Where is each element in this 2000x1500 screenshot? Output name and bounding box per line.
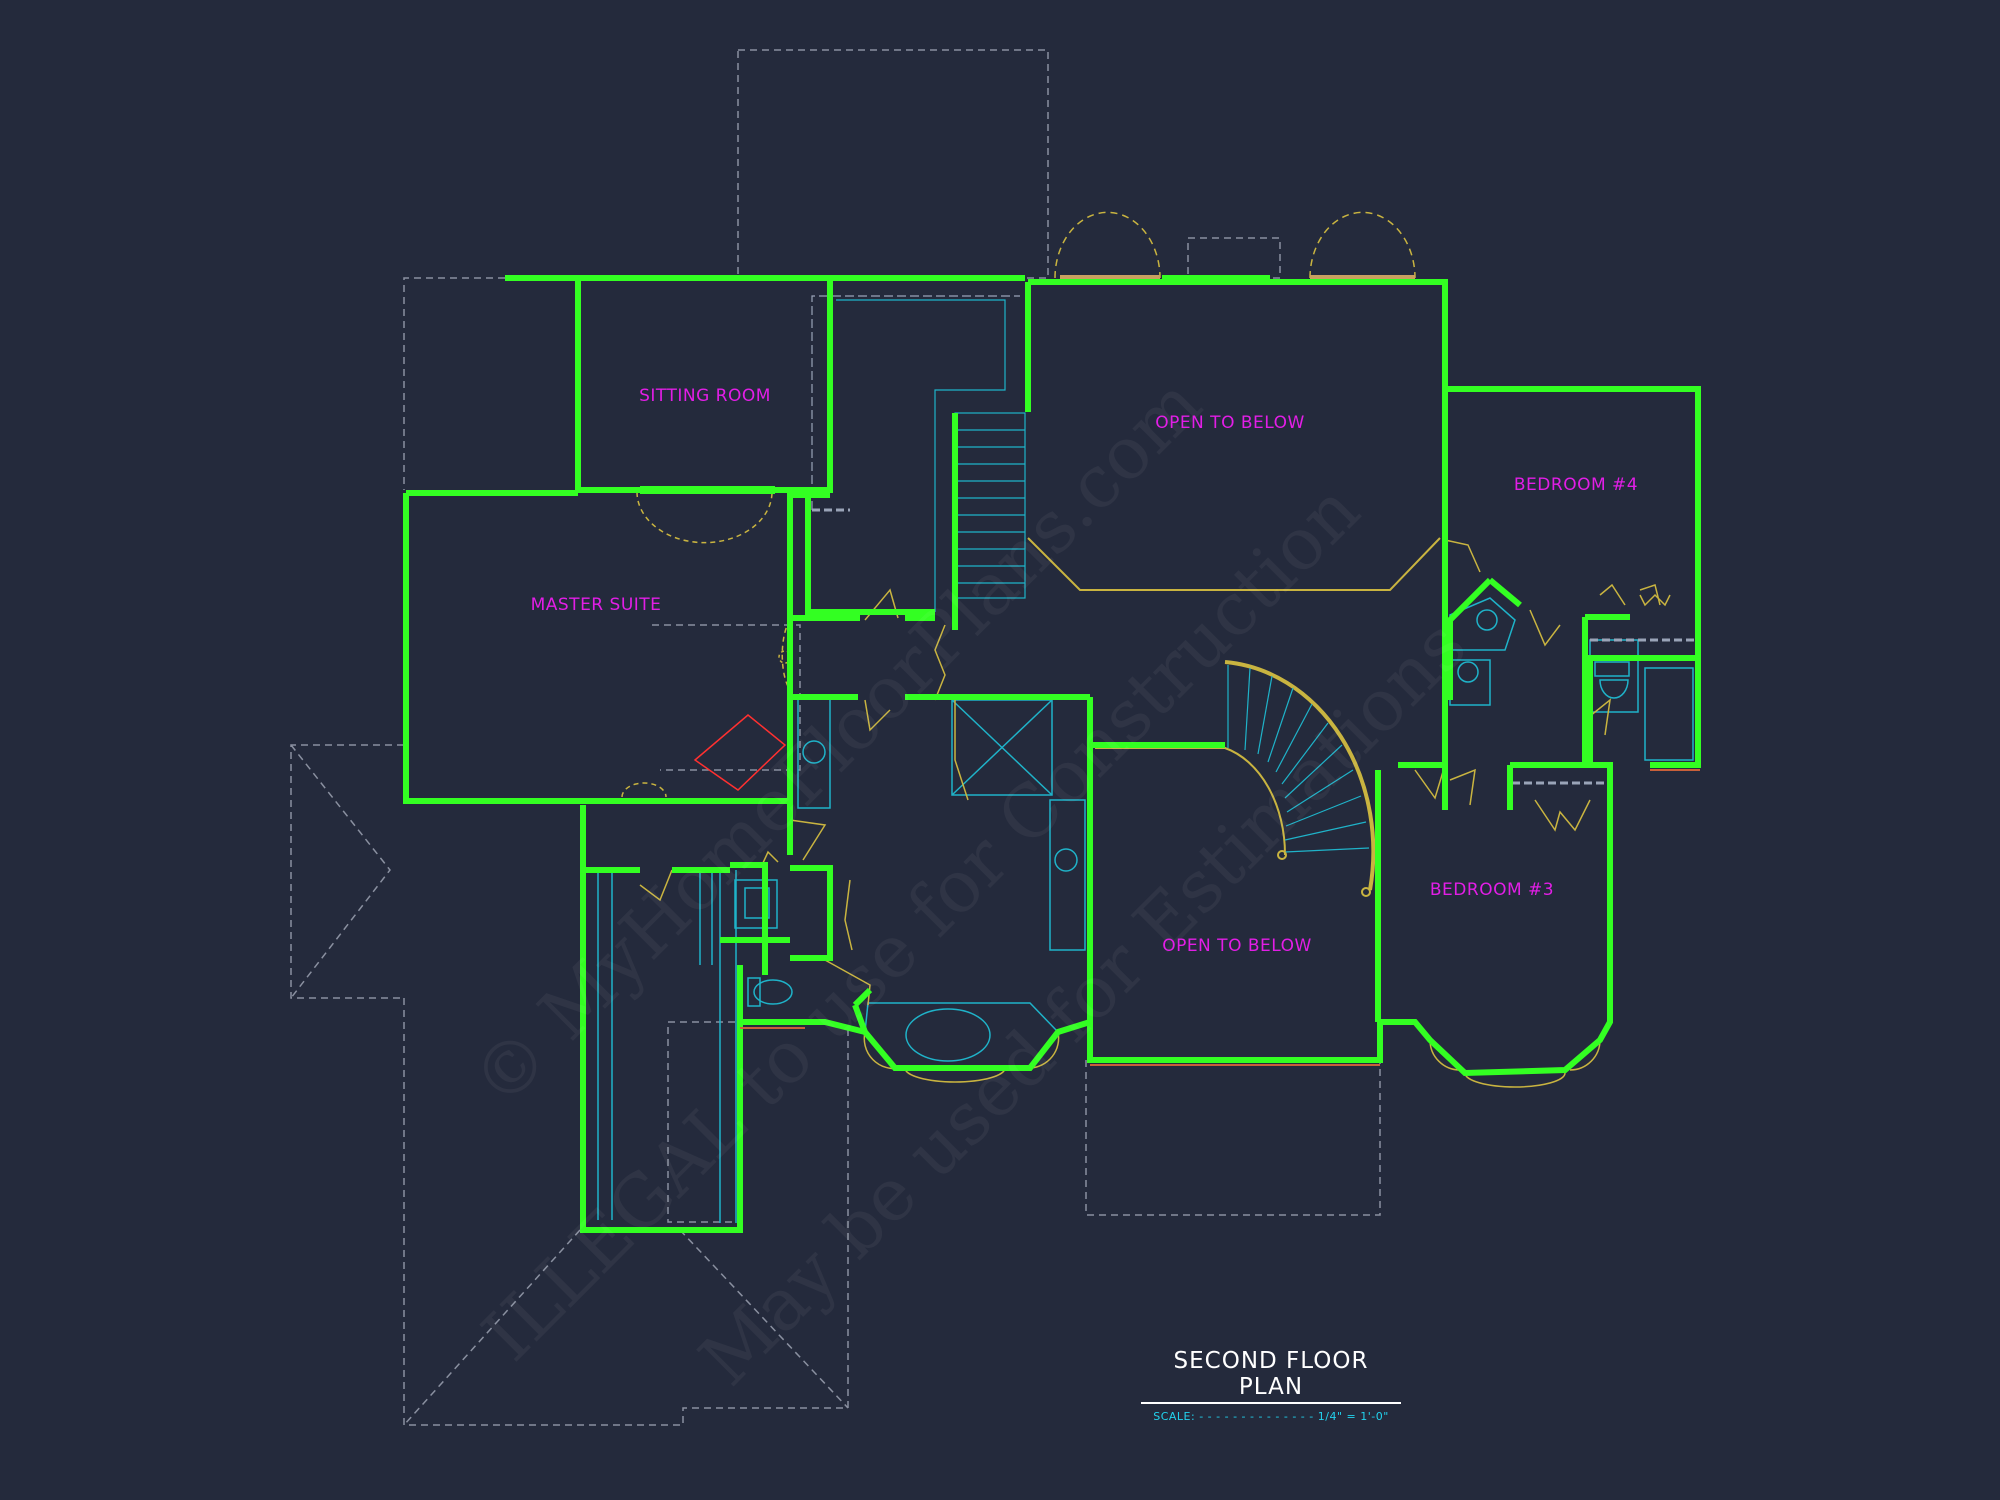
railings	[1027, 537, 1441, 591]
walls	[403, 275, 1701, 1233]
scale-label: SCALE:	[1153, 1410, 1196, 1423]
room-label-bedroom-3: BEDROOM #3	[1429, 880, 1555, 900]
curved-stair	[1095, 660, 1376, 897]
plan-title: SECOND FLOOR PLAN	[1141, 1348, 1401, 1404]
closet-shelves	[812, 508, 1695, 785]
red-furniture	[693, 714, 787, 791]
room-label-master-suite: MASTER SUITE	[530, 595, 662, 615]
scale-leader: - - - - - - - - - - - - - -	[1199, 1410, 1314, 1423]
scale-value: 1/4" = 1'-0"	[1317, 1410, 1389, 1423]
plan-scale: SCALE: - - - - - - - - - - - - - - 1/4" …	[1141, 1410, 1401, 1423]
hatch-strips	[740, 769, 1700, 1066]
room-label-bedroom-4: BEDROOM #4	[1513, 475, 1639, 495]
title-block: SECOND FLOOR PLAN SCALE: - - - - - - - -…	[1141, 1348, 1401, 1423]
door-swings	[621, 491, 1671, 1088]
room-label-sitting-room: SITTING ROOM	[639, 386, 771, 406]
room-label-open-to-below-lower: OPEN TO BELOW	[1162, 936, 1312, 956]
straight-stair	[811, 295, 1026, 612]
room-label-open-to-below-upper: OPEN TO BELOW	[1155, 413, 1305, 433]
